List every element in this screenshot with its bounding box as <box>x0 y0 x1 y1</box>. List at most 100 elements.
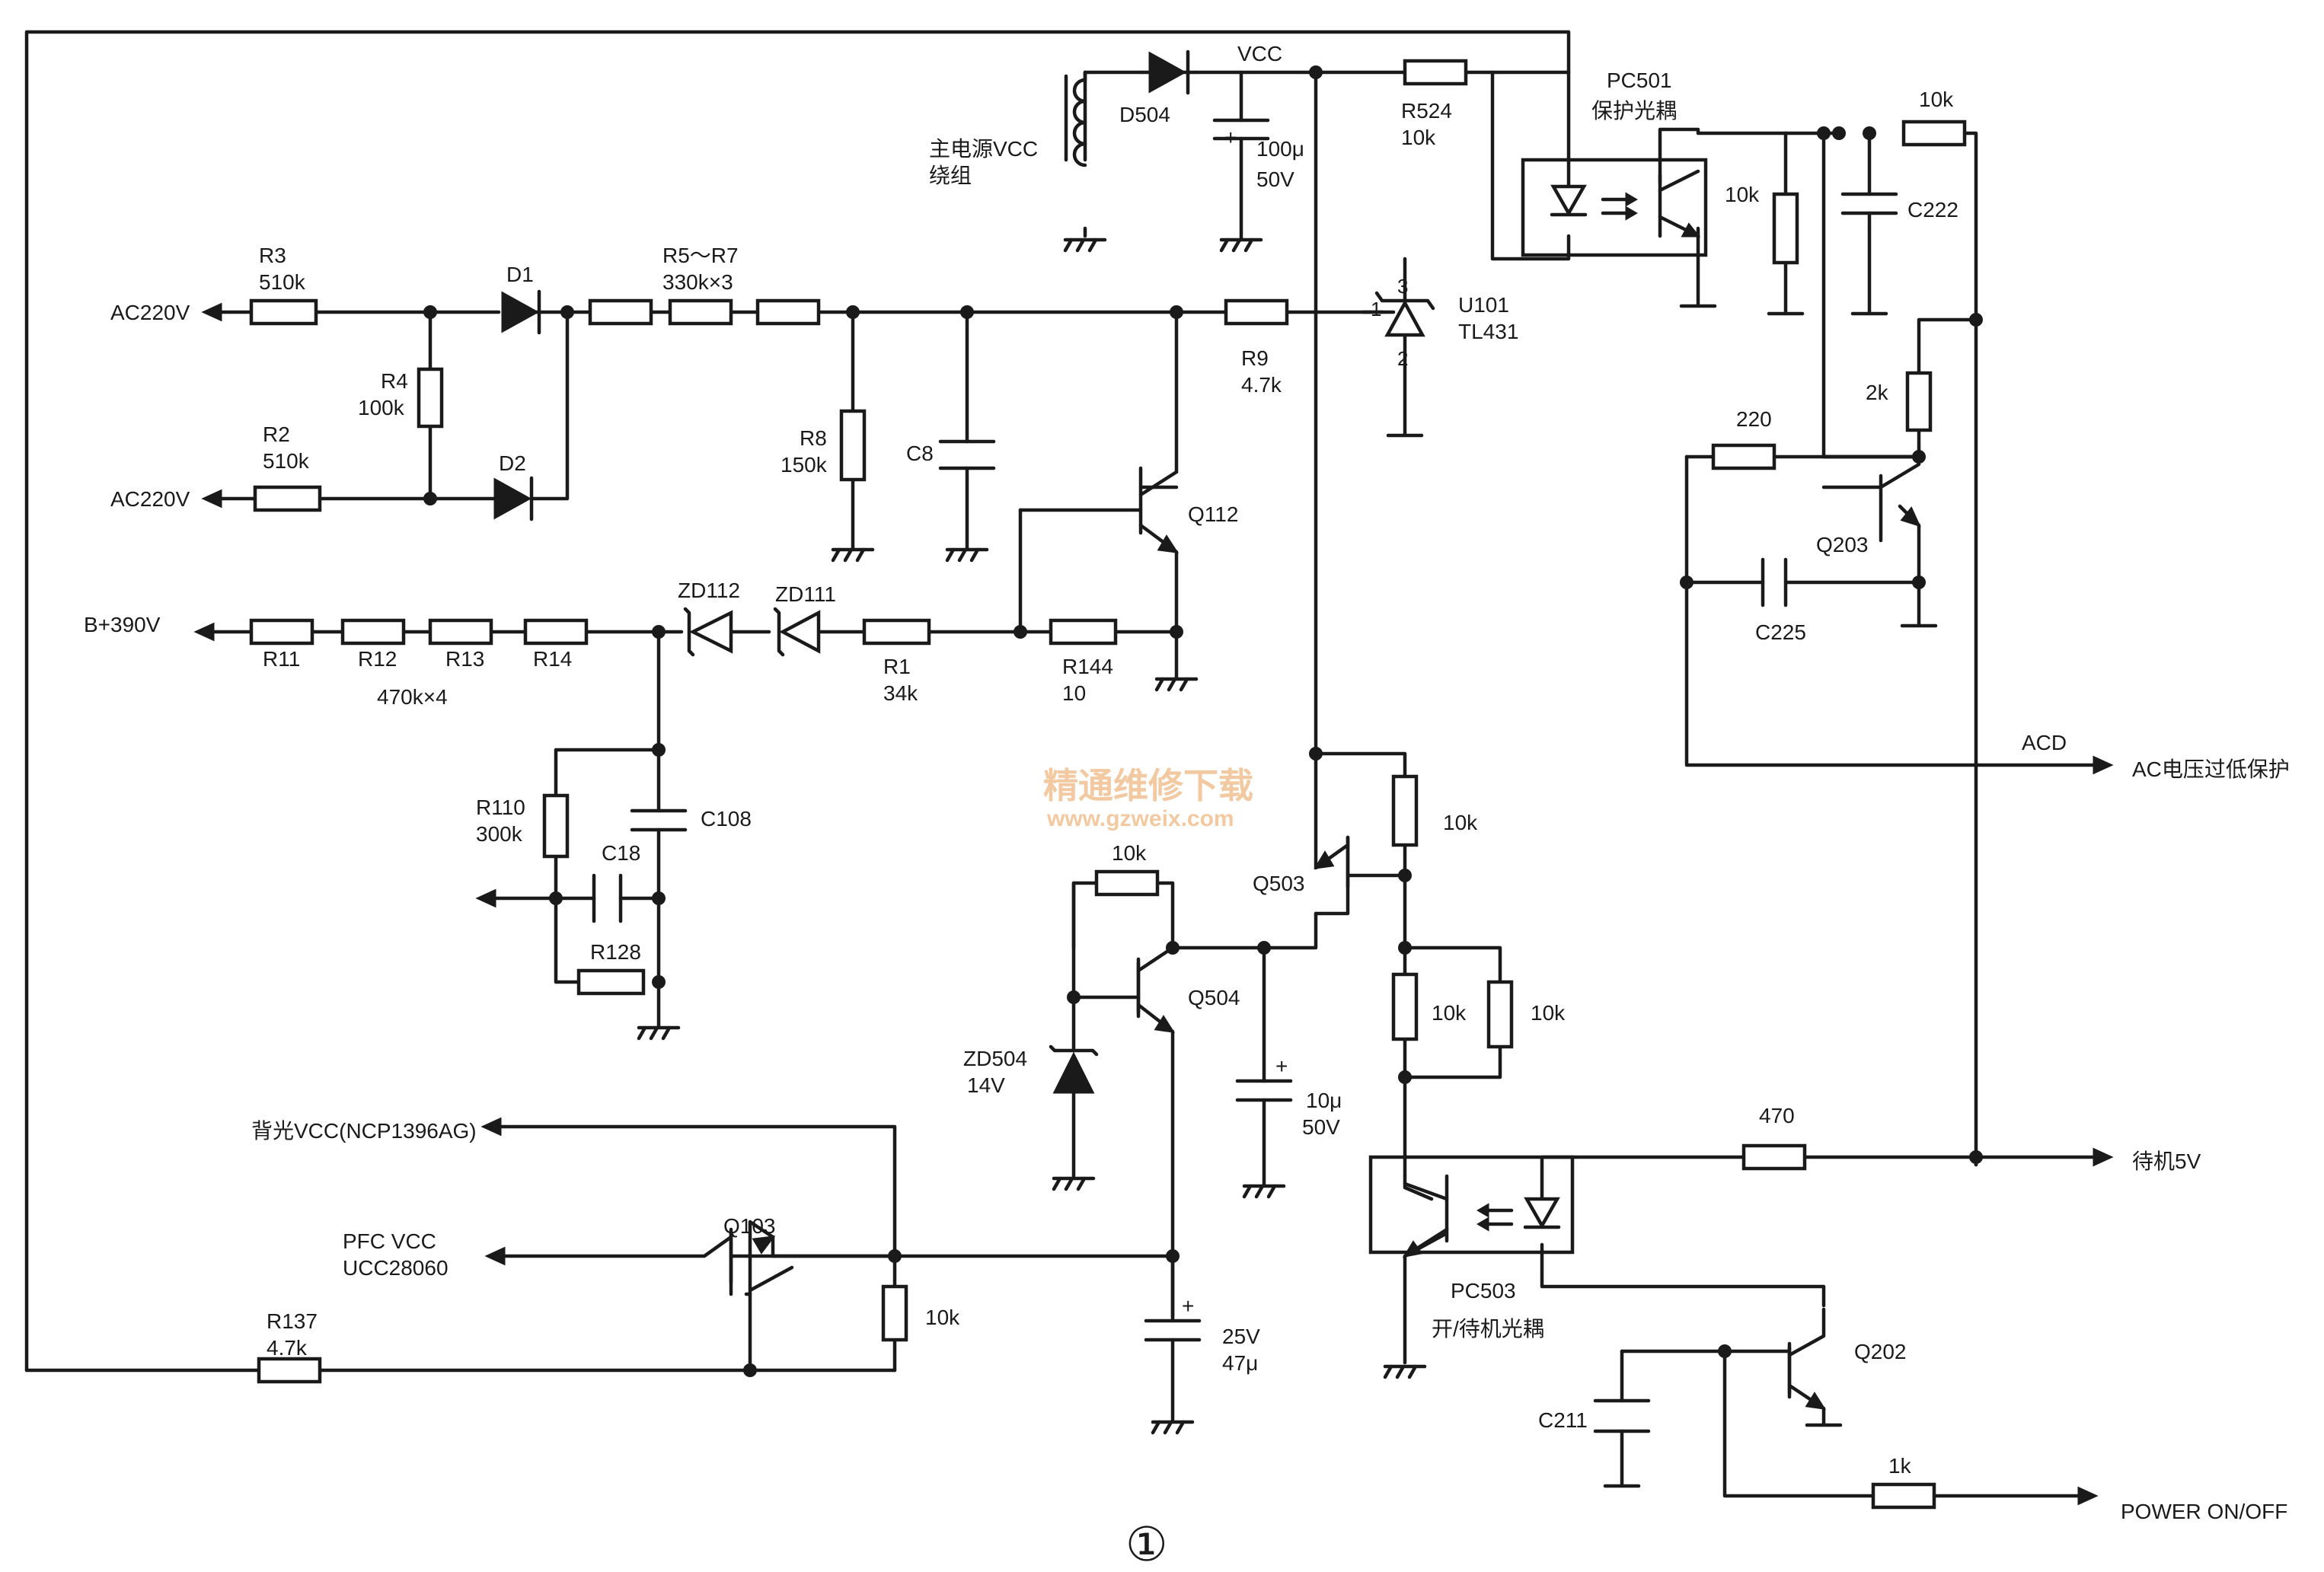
label-r4: R4 <box>381 369 408 393</box>
label-10k-top: 10k <box>1919 88 1954 111</box>
resistor-r524 <box>1403 59 1468 86</box>
label-r1: R1 <box>883 655 911 678</box>
resistor-r8 <box>839 409 867 482</box>
resistor-2k <box>1905 371 1933 432</box>
svg-text:+: + <box>1224 126 1237 149</box>
label-r5r7: R5～R7 <box>662 244 739 267</box>
label-c100u-v: 50V <box>1256 167 1294 191</box>
diodes <box>493 49 1435 1094</box>
label-pc503-desc: 开/待机光耦 <box>1432 1317 1544 1341</box>
label-r144: R144 <box>1062 655 1113 678</box>
capacitor-100u: + <box>1212 118 1270 149</box>
label-r12: R12 <box>358 647 397 671</box>
label-c47u-v: 25V <box>1222 1325 1260 1348</box>
signal-arrows <box>193 302 2114 1506</box>
label-r11: R11 <box>263 647 300 671</box>
zener-zd504 <box>1049 1044 1099 1094</box>
label-pc503: PC503 <box>1451 1279 1516 1303</box>
optocoupler-pc501 <box>1521 158 1708 257</box>
label-pin3: 3 <box>1397 275 1408 298</box>
label-r137-val: 4.7k <box>267 1336 308 1360</box>
watermark-url: www.gzweix.com <box>1046 806 1234 831</box>
resistor-10k-top <box>1901 120 1967 147</box>
resistor-r3 <box>249 298 318 326</box>
label-r14: R14 <box>533 647 572 671</box>
capacitor-c8 <box>938 439 996 470</box>
label-c225: C225 <box>1755 620 1806 644</box>
resistor-220 <box>1711 443 1777 470</box>
label-r8: R8 <box>800 426 827 450</box>
resistor-r13 <box>428 618 493 646</box>
label-ac-protect: AC电压过低保护 <box>2132 757 2290 781</box>
label-r4-val: 100k <box>358 396 405 419</box>
label-c18: C18 <box>602 841 640 865</box>
resistor-r110 <box>542 793 570 859</box>
label-zd112: ZD112 <box>678 579 740 602</box>
label-r144-val: 10 <box>1062 681 1086 705</box>
diode-d2 <box>493 476 534 521</box>
label-r13: R13 <box>445 647 484 671</box>
capacitor-c211 <box>1593 1398 1651 1433</box>
label-zd504-v: 14V <box>967 1073 1005 1097</box>
label-pc501-desc: 保护光耦 <box>1591 99 1677 123</box>
resistor-r144 <box>1049 618 1118 646</box>
label-10k-q503: 10k <box>1443 811 1478 834</box>
resistor-r137 <box>257 1357 322 1384</box>
resistor-r9 <box>1224 298 1289 326</box>
label-c100u: 100μ <box>1256 137 1304 161</box>
label-c211: C211 <box>1538 1408 1588 1432</box>
resistor-10k-q503 <box>1391 774 1419 847</box>
label-main-vcc-winding-2: 绕组 <box>929 164 972 187</box>
label-d504: D504 <box>1119 103 1170 126</box>
capacitor-10u: + <box>1235 1054 1293 1102</box>
label-r3: R3 <box>259 244 286 267</box>
label-backlight-vcc: 背光VCC(NCP1396AG) <box>251 1119 477 1143</box>
label-d1: D1 <box>506 263 534 286</box>
resistor-10k-a <box>1391 972 1419 1041</box>
label-c108: C108 <box>701 807 752 831</box>
label-zd111: ZD111 <box>775 582 836 606</box>
resistor-r11 <box>249 618 314 646</box>
regulator-u101 <box>1361 291 1435 337</box>
zener-zd112 <box>683 607 733 657</box>
label-pfc-vcc: PFC VCC <box>343 1229 436 1253</box>
label-2k: 2k <box>1866 381 1889 404</box>
label-ac220v-2: AC220V <box>110 487 190 511</box>
label-power-onoff: POWER ON/OFF <box>2121 1500 2287 1523</box>
label-10k-pc501: 10k <box>1725 183 1760 206</box>
resistor-r4 <box>417 367 444 429</box>
label-ac220v-1: AC220V <box>110 301 190 324</box>
label-220: 220 <box>1736 407 1772 431</box>
label-c47u: 47μ <box>1222 1351 1258 1375</box>
label-r2-val: 510k <box>263 449 310 473</box>
label-vcc: VCC <box>1237 42 1282 65</box>
label-10k-a: 10k <box>1432 1001 1467 1025</box>
label-c10u: 10μ <box>1306 1089 1342 1112</box>
label-r524: R524 <box>1401 99 1452 123</box>
junction-dots <box>423 65 1983 1377</box>
label-b390v: B+390V <box>84 613 161 636</box>
label-acd: ACD <box>2022 731 2067 754</box>
label-zd504: ZD504 <box>963 1047 1027 1070</box>
resistor-r7 <box>755 298 821 326</box>
label-pfc-vcc-ic: UCC28060 <box>343 1256 449 1280</box>
label-r1-val: 34k <box>883 681 918 705</box>
label-r128: R128 <box>590 940 641 964</box>
resistor-10k-pc501 <box>1772 192 1799 265</box>
label-r5r7-val: 330k×3 <box>662 270 733 294</box>
label-q203: Q203 <box>1816 533 1869 556</box>
label-d2: D2 <box>499 451 526 475</box>
resistor-r5 <box>588 298 653 326</box>
figure-number: ① <box>1125 1516 1168 1572</box>
zener-zd111 <box>773 607 821 657</box>
label-c222: C222 <box>1907 198 1958 222</box>
label-470: 470 <box>1759 1104 1795 1127</box>
resistor-1k <box>1871 1482 1936 1510</box>
label-r2: R2 <box>263 422 290 446</box>
resistor-470 <box>1741 1143 1807 1171</box>
label-q503: Q503 <box>1253 872 1305 895</box>
label-10k-q504: 10k <box>1112 841 1147 865</box>
label-470k4: 470k×4 <box>377 685 448 709</box>
label-q103: Q103 <box>723 1214 776 1238</box>
diode-d504 <box>1140 49 1198 95</box>
